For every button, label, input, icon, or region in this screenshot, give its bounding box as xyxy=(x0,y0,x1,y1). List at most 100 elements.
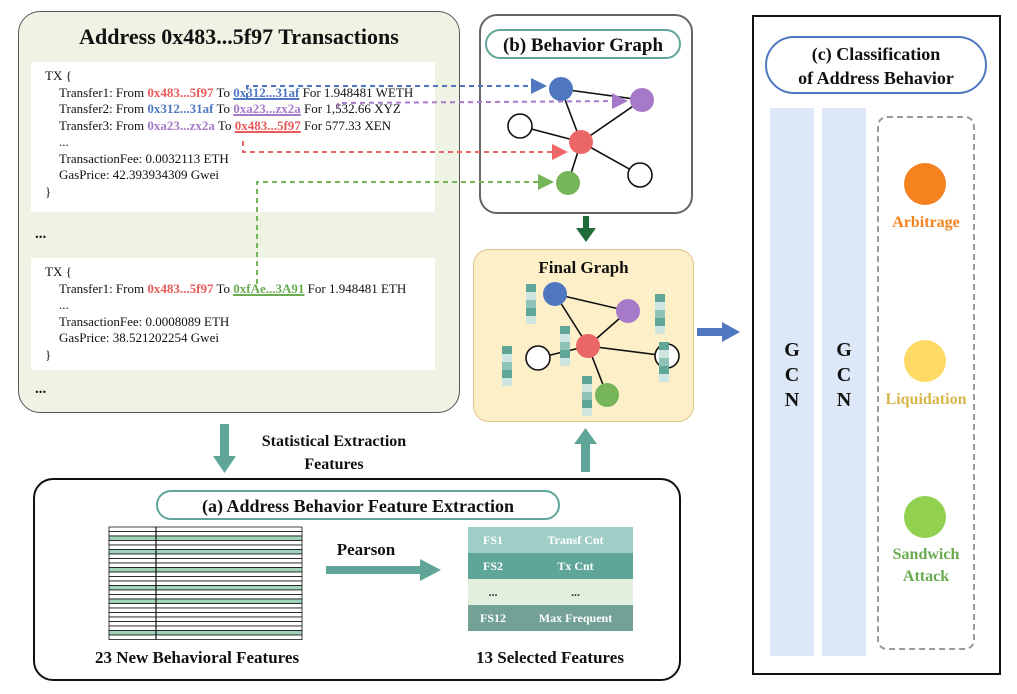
tx2-ellipsis: ... xyxy=(59,297,69,312)
behavior-to-final-arrow xyxy=(576,216,596,242)
tx1-ellipsis: ... xyxy=(59,134,69,149)
sandwich-label-line1: Sandwich xyxy=(892,546,960,563)
tx1-open: TX { xyxy=(45,68,72,83)
feature-id: FS1 xyxy=(482,532,503,547)
arbitrage-node xyxy=(904,163,946,205)
tx1-transfer2: Transfer2: From 0x312...31af To 0xa23...… xyxy=(45,101,435,118)
feature-row: ... ... xyxy=(468,579,633,605)
node-white xyxy=(507,113,533,139)
blue-mapping-arrow xyxy=(246,78,547,98)
node-purple xyxy=(616,299,640,323)
gcn2-letter: G xyxy=(836,339,852,361)
feature-name: ... xyxy=(571,584,580,599)
tx2-t1-from-address: 0x483...5f97 xyxy=(147,280,214,296)
tx2-t1-prefix: Transfer1: From xyxy=(59,280,148,296)
edge xyxy=(587,345,668,357)
feature-id: FS2 xyxy=(482,558,503,573)
feature-extraction-title: (a) Address Behavior Feature Extraction xyxy=(156,490,560,520)
node-white xyxy=(627,162,653,188)
statistical-extraction-line1: Statistical Extraction xyxy=(261,433,407,450)
tx2-transfer1: Transfer1: From 0x483...5f97 To 0xfAe...… xyxy=(45,281,435,298)
transaction-block-1: TX { Transfer1: From 0x483...5f97 To 0x3… xyxy=(31,62,435,212)
tx2-fee: TransactionFee: 0.0008089 ETH xyxy=(59,313,230,329)
tx1-close: } xyxy=(45,183,52,199)
gcn2-letter: C xyxy=(836,364,852,386)
feature-vector xyxy=(526,284,536,324)
tx1-t2-to-address: 0xa23...zx2a xyxy=(233,101,301,116)
behavior-graph-title: (b) Behavior Graph xyxy=(485,29,681,59)
sandwich-label-line2: Attack xyxy=(902,568,950,585)
arbitrage-label-text: Arbitrage xyxy=(892,214,960,231)
tx1-fee: TransactionFee: 0.0032113 ETH xyxy=(59,150,229,166)
classification-title-line1: (c) Classification xyxy=(811,44,941,64)
tx1-t3-to-word: To xyxy=(214,117,235,133)
feature-vectors xyxy=(502,284,669,416)
node-red xyxy=(569,130,593,154)
feature-row: FS1 Transf Cnt xyxy=(468,527,633,553)
statistical-extraction-label: Statistical Extraction Features xyxy=(230,430,438,476)
tx1-t1-to-word: To xyxy=(213,84,234,100)
tx1-t3-amount: For 577.33 XEN xyxy=(300,117,392,133)
behavioral-features-caption: 23 New Behavioral Features xyxy=(94,648,300,667)
gcn2-letter: N xyxy=(836,389,852,411)
sandwich-attack-node xyxy=(904,496,946,538)
statistical-extraction-line2: Features xyxy=(304,456,364,473)
node-red xyxy=(576,334,600,358)
feature-name: Transf Cnt xyxy=(547,532,604,547)
node-green xyxy=(556,171,580,195)
feature-vector xyxy=(659,342,669,382)
end-ellipsis: ... xyxy=(35,381,47,397)
tx2-close: } xyxy=(45,346,52,362)
tx1-t1-from-address: 0x483...5f97 xyxy=(147,84,214,100)
gcn1-letter: N xyxy=(784,389,800,411)
classification-title: (c) Classification of Address Behavior xyxy=(765,36,987,94)
feature-row: FS2 Tx Cnt xyxy=(468,553,633,579)
statistical-extraction-arrow xyxy=(213,424,236,473)
red-mapping-arrow xyxy=(242,141,568,160)
feature-name: Max Frequent xyxy=(538,610,613,625)
gap-ellipsis: ... xyxy=(35,226,47,242)
purple-mapping-arrow xyxy=(337,93,628,110)
tx2-gas: GasPrice: 38.521202254 Gwei xyxy=(59,330,219,345)
final-to-classification-arrow xyxy=(697,322,740,342)
tx1-t1-prefix: Transfer1: From xyxy=(59,84,148,100)
transaction-block-2: TX { Transfer1: From 0x483...5f97 To 0xf… xyxy=(31,258,435,370)
node-green xyxy=(595,383,619,407)
feature-vector xyxy=(655,294,665,334)
tx1-t1-to-address: 0x312...31af xyxy=(233,84,300,100)
transactions-title: Address 0x483...5f97 Transactions xyxy=(79,24,399,49)
final-graph-edges xyxy=(537,293,668,396)
feature-row: FS12 Max Frequent xyxy=(468,605,633,631)
feature-id: FS12 xyxy=(479,610,506,625)
tx1-t2-amount: For 1,532.66 XYZ xyxy=(300,101,401,116)
node-purple xyxy=(630,88,654,112)
gcn1-letter: G xyxy=(784,339,800,361)
final-graph-title: Final Graph xyxy=(538,258,629,277)
edge xyxy=(554,293,629,312)
features-to-final-arrow xyxy=(574,428,597,472)
tx1-transfer1: Transfer1: From 0x483...5f97 To 0x312...… xyxy=(45,85,435,102)
node-white xyxy=(525,345,551,371)
pearson-label: Pearson xyxy=(336,540,396,559)
node-blue xyxy=(543,282,567,306)
classification-title-line2: of Address Behavior xyxy=(798,68,954,88)
feature-name: Tx Cnt xyxy=(557,558,594,573)
feature-vector xyxy=(502,346,512,386)
tx1-t1-amount: For 1.948481 WETH xyxy=(299,84,414,100)
tx1-t2-to-word: To xyxy=(213,101,234,116)
arbitrage-label: Arbitrage xyxy=(872,212,980,234)
tx2-t1-to-word: To xyxy=(213,280,234,296)
green-mapping-arrow xyxy=(256,174,554,284)
pearson-arrow xyxy=(326,559,441,581)
tx1-t3-from-address: 0xa23...zx2a xyxy=(147,117,215,133)
behavioral-feature-matrix xyxy=(108,526,303,640)
liquidation-label: Liquidation xyxy=(872,389,980,411)
selected-features-table: FS1 Transf Cnt FS2 Tx Cnt ... ... FS12 M… xyxy=(468,527,633,631)
liquidation-label-text: Liquidation xyxy=(885,391,967,408)
node-blue xyxy=(549,77,573,101)
tx2-t1-to-address: 0xfAe...3A91 xyxy=(233,280,305,296)
sandwich-attack-label: Sandwich Attack xyxy=(872,544,980,588)
gcn-layer-2: G C N xyxy=(822,108,866,656)
feature-vector xyxy=(560,326,570,366)
